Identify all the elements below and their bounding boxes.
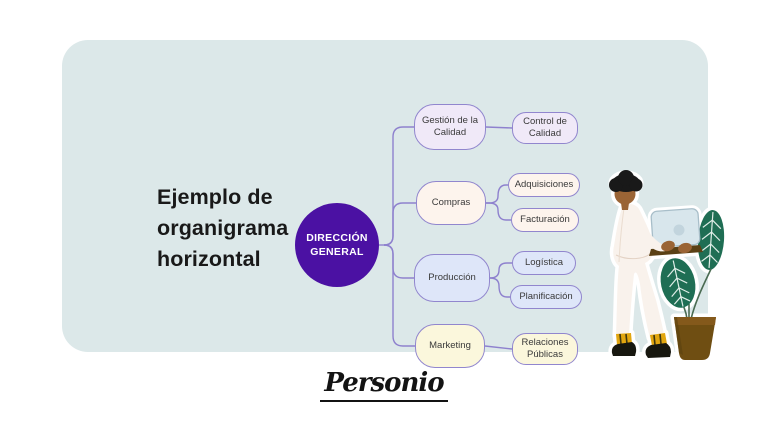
person-socks — [616, 333, 667, 346]
connector-compras-adquisiciones — [486, 184, 508, 204]
laptop — [649, 207, 703, 256]
plant-pot — [674, 317, 716, 360]
org-node-facturacion: Facturación — [511, 208, 579, 232]
plant-leaf-right — [695, 209, 727, 271]
person-hair — [609, 170, 643, 192]
connector-root-marketing — [383, 244, 415, 347]
connector-root-compras — [383, 202, 416, 246]
connector-root-gestion — [383, 126, 414, 246]
org-node-control-calidad: Control de Calidad — [512, 112, 578, 144]
person-body — [613, 203, 664, 338]
org-node-direccion-general: DIRECCIÓN GENERAL — [295, 203, 379, 287]
connector-root-produccion — [383, 244, 414, 279]
connector-marketing-relaciones — [484, 345, 513, 350]
org-chart-canvas: Ejemplo de organigrama horizontal DIRECC… — [62, 40, 708, 368]
personio-logo: Personio — [0, 368, 768, 402]
connector-gestion-control — [485, 126, 513, 129]
personio-logo-text: Personio — [320, 368, 448, 402]
person-neck — [621, 203, 629, 210]
org-node-adquisiciones: Adquisiciones — [508, 173, 580, 197]
connector-produccion-planificacion — [489, 277, 510, 298]
org-node-marketing: Marketing — [415, 324, 485, 368]
page-title: Ejemplo de organigrama horizontal — [157, 185, 289, 272]
connector-compras-facturacion — [486, 202, 511, 221]
connector-produccion-logistica — [489, 262, 512, 279]
person-laptop-plant-illustration — [590, 170, 755, 380]
plant-leaf-left — [656, 255, 700, 311]
laptop-logo-dot — [673, 224, 685, 236]
org-node-planificacion: Planificación — [510, 285, 582, 309]
org-node-gestion-calidad: Gestión de la Calidad — [414, 104, 486, 150]
org-node-produccion: Producción — [414, 254, 490, 302]
org-node-compras: Compras — [416, 181, 486, 225]
org-node-logistica: Logística — [512, 251, 576, 275]
org-node-relaciones-publicas: Relaciones Públicas — [512, 333, 578, 365]
